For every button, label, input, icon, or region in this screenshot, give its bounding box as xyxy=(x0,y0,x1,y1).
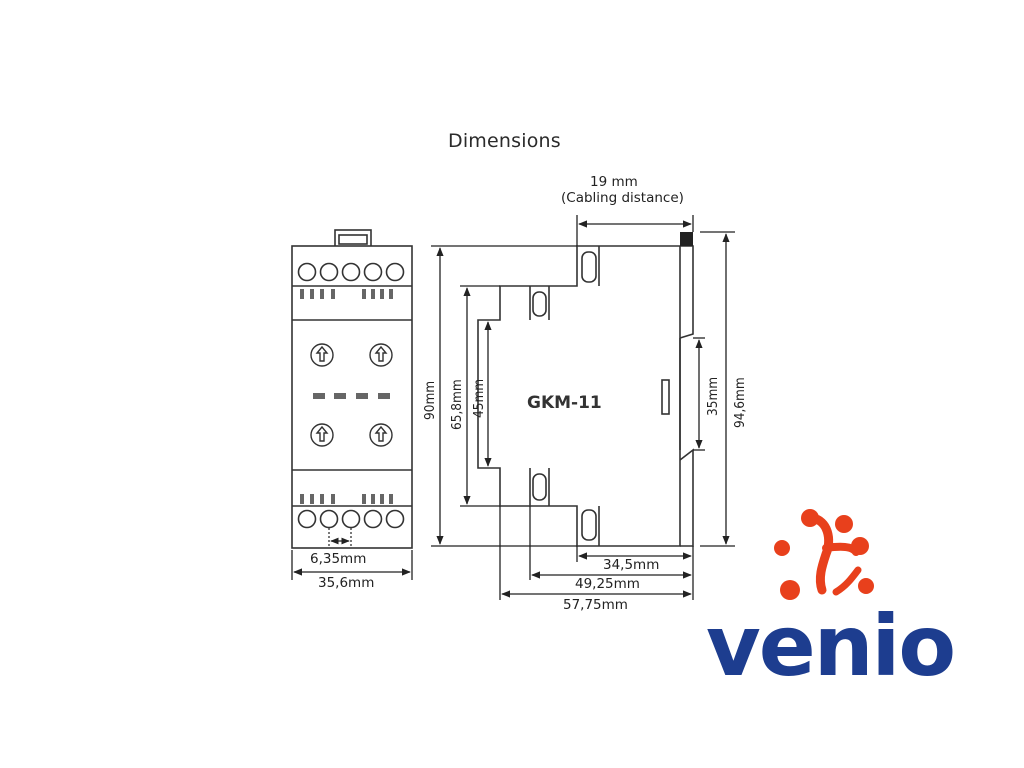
height-total-dimension xyxy=(431,245,577,547)
rail-latch xyxy=(680,232,693,246)
model-label: GKM-11 xyxy=(527,393,602,413)
front-view-vents xyxy=(300,289,393,504)
diagram-title: Dimensions xyxy=(448,130,561,152)
height-total-label: 90mm xyxy=(422,381,438,420)
front-width-dimension xyxy=(291,550,413,580)
height-rail-total-dimension xyxy=(700,231,735,547)
depth-dimensions xyxy=(499,506,694,600)
height-rail-total-label: 94,6mm xyxy=(732,377,748,428)
pitch-label: 6,35mm xyxy=(310,551,366,567)
front-width-label: 35,6mm xyxy=(318,575,374,591)
rail-label: 35mm xyxy=(705,377,721,416)
venio-logo-symbol-icon xyxy=(774,509,874,600)
height-body-label: 45mm xyxy=(471,379,487,418)
depth-1-label: 34,5mm xyxy=(603,557,659,573)
venio-logo-text: venio xyxy=(706,597,954,695)
height-inner-label: 65,8mm xyxy=(449,379,465,430)
knob-icon xyxy=(310,343,393,447)
height-inner-dimension xyxy=(460,285,500,507)
cabling-dimension xyxy=(576,215,694,246)
cabling-value-label: 19 mm xyxy=(590,174,638,190)
depth-2-label: 49,25mm xyxy=(575,576,640,592)
pitch-dimension xyxy=(328,528,352,547)
rail-dimension xyxy=(693,337,705,451)
depth-3-label: 57,75mm xyxy=(563,597,628,613)
cabling-note-label: (Cabling distance) xyxy=(561,190,684,206)
